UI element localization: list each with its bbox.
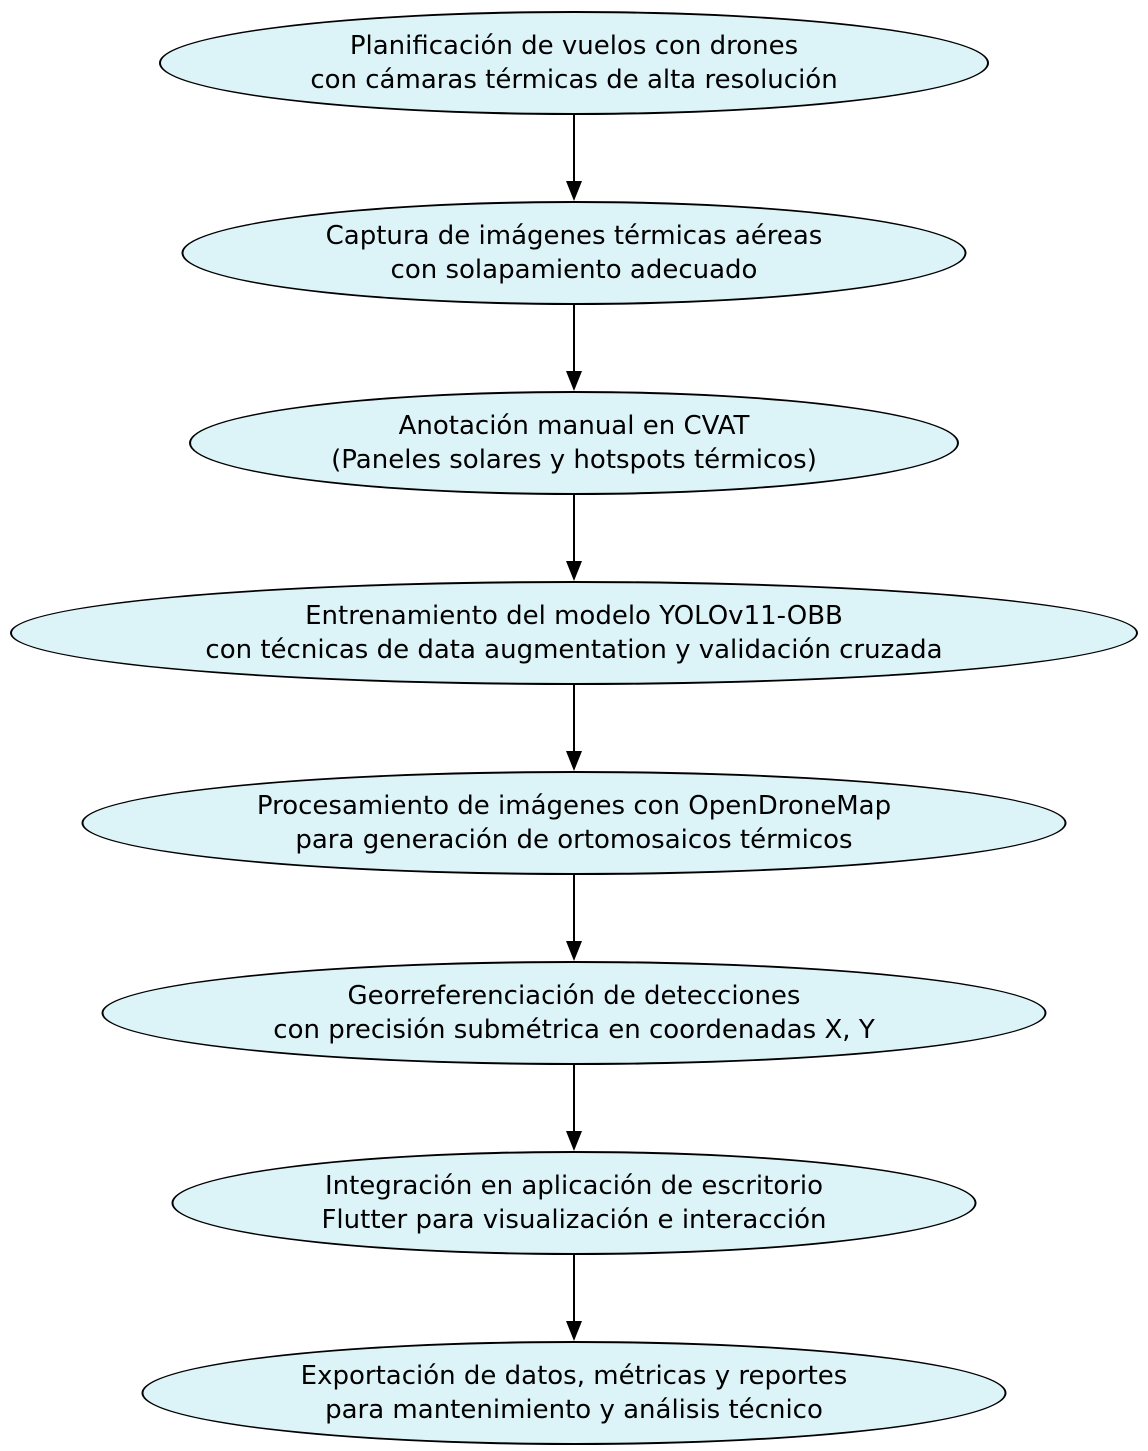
arrow-head-icon [566,1131,582,1151]
arrow-head-icon [566,371,582,391]
node-text-line: con precisión submétrica en coordenadas … [273,1015,875,1045]
node-text-line: Entrenamiento del modelo YOLOv11-OBB [305,601,843,631]
arrow-shaft [573,1065,575,1131]
node-text-line: con técnicas de data augmentation y vali… [205,635,943,665]
arrow-head-icon [566,181,582,201]
node-anotacion-cvat: Anotación manual en CVAT (Paneles solare… [189,391,959,495]
node-text-line: para generación de ortomosaicos térmicos [295,825,853,855]
node-captura-imagenes: Captura de imágenes térmicas aéreas con … [181,201,967,305]
arrow-shaft [573,305,575,371]
node-integracion-flutter: Integración en aplicación de escritorio … [171,1151,977,1255]
node-text-line: con cámaras térmicas de alta resolución [310,65,838,95]
node-text-line: Integración en aplicación de escritorio [324,1171,824,1201]
arrow-head-icon [566,561,582,581]
node-entrenamiento-yolo: Entrenamiento del modelo YOLOv11-OBB con… [10,581,1138,685]
node-text-line: con solapamiento adecuado [390,255,758,285]
arrow-head-icon [566,941,582,961]
flow-arrow [565,1065,583,1151]
node-planificacion-vuelos: Planificación de vuelos con drones con c… [159,11,989,115]
arrow-shaft [573,495,575,561]
flow-arrow [565,495,583,581]
flow-arrow [565,305,583,391]
node-georreferenciacion: Georreferenciación de detecciones con pr… [101,961,1047,1065]
arrow-shaft [573,1255,575,1321]
node-text-line: Planificación de vuelos con drones [349,31,799,61]
node-exportacion-datos: Exportación de datos, métricas y reporte… [141,1341,1007,1445]
node-text-line: (Paneles solares y hotspots térmicos) [331,445,817,475]
node-text-line: Anotación manual en CVAT [398,411,750,441]
node-text-line: Georreferenciación de detecciones [347,981,801,1011]
arrow-head-icon [566,751,582,771]
flow-arrow [565,115,583,201]
node-procesamiento-odm: Procesamiento de imágenes con OpenDroneM… [81,771,1067,875]
flow-arrow [565,685,583,771]
node-text-line: Exportación de datos, métricas y reporte… [300,1361,848,1391]
arrow-head-icon [566,1321,582,1341]
node-text-line: para mantenimiento y análisis técnico [325,1395,823,1425]
arrow-shaft [573,875,575,941]
node-text-line: Flutter para visualización e interacción [321,1205,827,1235]
arrow-shaft [573,115,575,181]
flow-arrow [565,875,583,961]
node-text-line: Captura de imágenes térmicas aéreas [325,221,823,251]
node-text-line: Procesamiento de imágenes con OpenDroneM… [256,791,892,821]
flow-arrow [565,1255,583,1341]
arrow-shaft [573,685,575,751]
